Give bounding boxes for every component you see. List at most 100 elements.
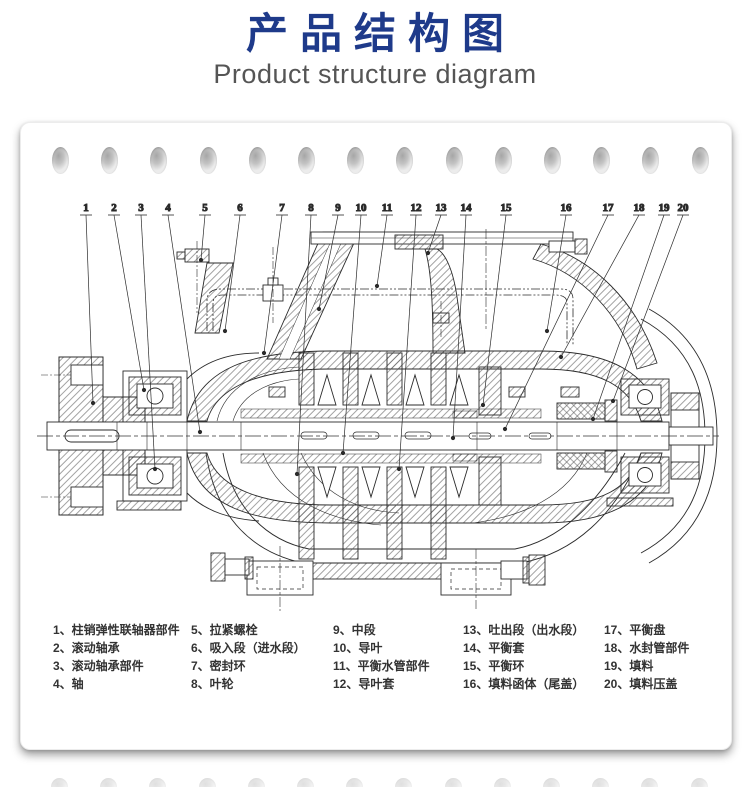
leader-dot — [197, 429, 203, 435]
binder-hole — [101, 147, 119, 174]
binder-hole — [346, 778, 364, 787]
legend-item: 8、叶轮 — [191, 677, 234, 691]
binder-hole — [395, 778, 413, 787]
leader-line — [398, 214, 417, 470]
leader-dot — [340, 450, 346, 456]
callout-number: 20 — [678, 202, 690, 214]
leader-dot — [425, 250, 431, 256]
leader-dot — [590, 416, 596, 422]
binder-hole — [198, 778, 216, 787]
legend-item: 9、中段 — [333, 623, 376, 637]
binder-hole — [247, 778, 265, 787]
legend-item: 1、柱销弹性联轴器部件 — [53, 623, 180, 637]
leader-line — [263, 214, 283, 354]
leader-line — [560, 214, 640, 358]
parts-legend: 1、柱销弹性联轴器部件 2、滚动轴承 3、滚动轴承部件 4、轴 5、拉紧螺栓 6、吸入段（… — [21, 621, 731, 711]
leader-line — [546, 214, 567, 332]
leader-line — [85, 214, 94, 404]
callout-number: 8 — [308, 202, 314, 214]
callout-number: 13 — [436, 202, 448, 214]
pump-cross-section-drawing — [37, 229, 719, 611]
legend-item: 6、吸入段（进水段） — [191, 641, 306, 655]
leader-line — [167, 214, 201, 433]
leader-line — [612, 214, 684, 402]
leader-dot — [316, 306, 322, 312]
binder-hole — [690, 778, 708, 787]
leader-line — [318, 214, 339, 310]
binder-hole — [642, 147, 660, 174]
callout-number: 6 — [237, 202, 243, 214]
legend-item: 7、密封环 — [191, 659, 246, 673]
binder-hole — [149, 778, 167, 787]
binder-hole — [543, 778, 560, 787]
leader-dot — [502, 426, 508, 432]
legend-column: 1、柱销弹性联轴器部件 2、滚动轴承 3、滚动轴承部件 4、轴 — [53, 621, 180, 693]
legend-item: 15、平衡环 — [463, 659, 525, 673]
callout-number: 2 — [111, 202, 117, 214]
callout-number: 1 — [83, 202, 89, 214]
binder-hole — [445, 147, 463, 174]
callout-number: 16 — [561, 202, 573, 214]
binder-hole — [444, 778, 462, 787]
legend-item: 4、轴 — [53, 677, 84, 691]
leader-dot — [90, 400, 96, 406]
binder-hole — [298, 147, 315, 174]
binder-hole — [297, 778, 314, 787]
leader-dot — [198, 257, 204, 263]
binder-hole — [100, 778, 118, 787]
binder-hole — [51, 778, 68, 787]
callout-number: 7 — [279, 202, 285, 214]
legend-item: 3、滚动轴承部件 — [53, 659, 144, 673]
leader-line — [427, 214, 442, 254]
binder-hole — [641, 778, 659, 787]
callout-number: 4 — [165, 202, 171, 214]
legend-item: 20、填料压盖 — [604, 677, 678, 691]
leader-dot — [261, 350, 267, 356]
binder-hole — [52, 147, 69, 174]
leader-dot — [480, 402, 486, 408]
legend-item: 12、导叶套 — [333, 677, 395, 691]
callout-number: 11 — [382, 202, 392, 214]
leader-line — [224, 214, 241, 332]
leader-line — [504, 214, 609, 430]
callout-number: 3 — [138, 202, 144, 214]
leader-dot — [374, 283, 380, 289]
next-card-peek — [0, 776, 750, 787]
callout-number: 15 — [501, 202, 513, 214]
leader-dot — [222, 328, 228, 334]
leader-line — [376, 214, 388, 287]
binder-hole — [592, 778, 610, 787]
callout-number: 12 — [411, 202, 423, 214]
legend-item: 18、水封管部件 — [604, 641, 690, 655]
binder-hole — [691, 147, 709, 174]
legend-item: 17、平衡盘 — [604, 623, 666, 637]
leader-line — [200, 214, 206, 261]
legend-item: 5、拉紧螺栓 — [191, 623, 258, 637]
binder-hole — [248, 147, 266, 174]
leader-line — [482, 214, 507, 406]
callout-number: 5 — [202, 202, 208, 214]
callout-number: 18 — [634, 202, 646, 214]
binder-hole — [544, 147, 561, 174]
binder-hole — [593, 147, 611, 174]
leader-dot — [396, 466, 402, 472]
leader-dot — [610, 398, 616, 404]
leader-line — [113, 214, 145, 391]
leader-line — [296, 214, 312, 475]
leader-line — [140, 214, 156, 470]
binder-hole — [347, 147, 365, 174]
binder-hole — [199, 147, 217, 174]
page-subtitle: Product structure diagram — [213, 59, 537, 90]
binder-hole — [150, 147, 168, 174]
leader-dot — [558, 354, 564, 360]
legend-item: 10、导叶 — [333, 641, 383, 655]
leader-dot — [152, 466, 158, 472]
legend-item: 13、吐出段（出水段） — [463, 623, 585, 637]
legend-item: 2、滚动轴承 — [53, 641, 120, 655]
